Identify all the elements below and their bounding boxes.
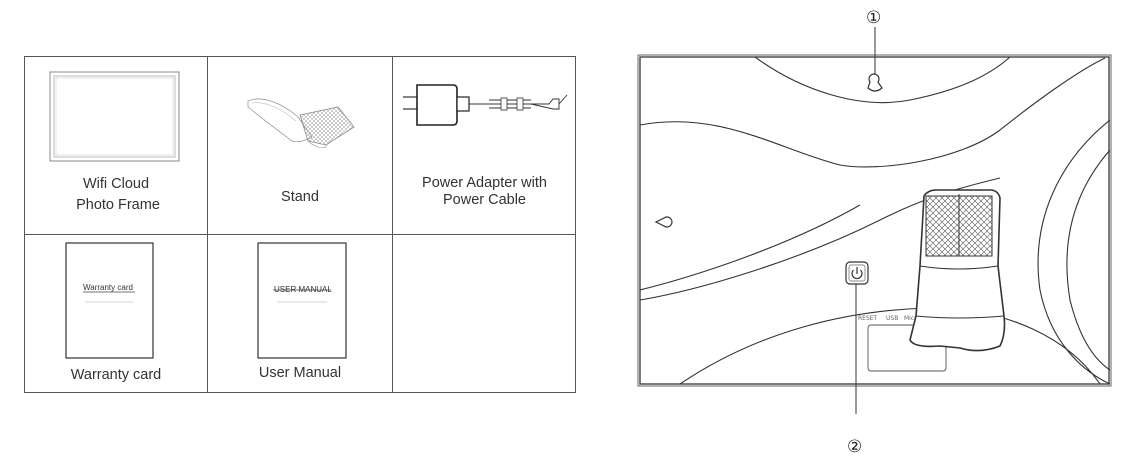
stand-mount-icon — [909, 189, 1006, 352]
keyhole-hanger-icon — [867, 73, 883, 92]
warranty-booklet-title: Warranty card — [83, 283, 133, 292]
item-stand: Stand — [208, 57, 392, 234]
micro-port-label: Micro — [904, 315, 920, 322]
item-label: Warranty card — [70, 367, 162, 383]
item-user-manual: USER MANUAL User Manual — [208, 235, 392, 393]
photo-frame-icon — [49, 71, 180, 162]
item-label: Stand — [281, 189, 319, 205]
keyhole-hanger-icon — [654, 216, 673, 228]
item-label-line1: Power Adapter with — [422, 175, 547, 191]
item-label-line2: Photo Frame — [76, 197, 160, 213]
item-power-adapter: Power Adapter with Power Cable — [393, 57, 576, 234]
item-label-line1: Wifi Cloud — [82, 176, 150, 192]
power-adapter-icon — [403, 84, 568, 126]
power-button-icon[interactable] — [845, 261, 869, 285]
grid-divider — [25, 234, 575, 235]
warranty-card-icon — [65, 242, 154, 359]
package-contents-table: Wifi Cloud Photo Frame Stand — [24, 56, 576, 393]
stand-icon — [247, 98, 355, 148]
reset-port-label: RESET — [858, 315, 878, 322]
grid-divider — [392, 57, 393, 392]
grid-divider — [207, 57, 208, 392]
user-manual-icon — [257, 242, 347, 359]
item-warranty-card: Warranty card Warranty card — [25, 235, 207, 393]
item-label: User Manual — [258, 365, 342, 381]
callout-1-label: ① — [866, 8, 882, 27]
item-label-line2: Power Cable — [442, 192, 526, 208]
usb-port-label: USB — [886, 315, 898, 322]
callout-2-label: ② — [847, 437, 863, 456]
item-photo-frame: Wifi Cloud Photo Frame — [25, 57, 207, 234]
manual-booklet-title: USER MANUAL — [274, 285, 332, 294]
